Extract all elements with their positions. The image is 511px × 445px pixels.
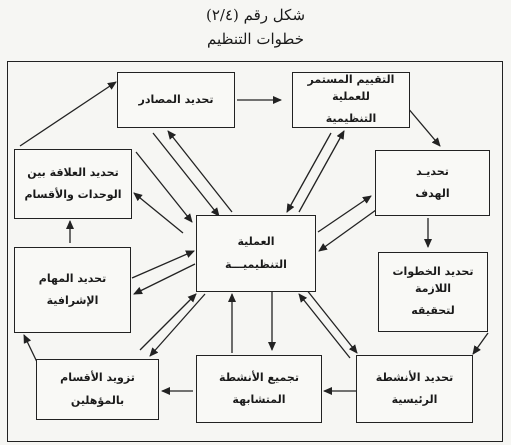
arrow-supervisory-to-process [131,250,195,279]
node-goal-label-1: تحديـد [416,164,449,178]
arrow-staffing-to-supervisory [23,334,38,363]
node-resources: تحديد المصادر [117,72,235,128]
node-goal-label-2: الهدف [415,187,450,200]
arrow-relations-to-resources [19,81,117,147]
arrow-goal-to-process [318,209,377,252]
node-process: العملية التنظيميـــة [196,215,316,292]
node-resources-label: تحديد المصادر [138,92,214,106]
node-relations: تحديد العلاقة بين الوحدات والأقسام [14,149,132,219]
arrow-process-to-goal [317,195,372,233]
node-grouping: تجميع الأنشطة المتشابهة [196,355,322,423]
node-relations-label-2: الوحدات والأقسام [24,188,122,201]
figure-label: شكل رقم (٢/٤) [205,6,306,24]
node-supervisory-label-1: تحديد المهام [38,271,107,285]
node-grouping-label-2: المتشابهة [232,393,286,406]
node-supervisory-label-2: الإشرافية [46,294,99,307]
node-activities: تحديد الأنشطة الرئيسية [356,355,473,423]
node-evaluation-label-2: التنظيمية [325,112,377,126]
node-staffing: تزويد الأقسام بالمؤهلين [36,359,159,420]
node-staffing-label-1: تزويد الأقسام [60,371,135,384]
node-steps-label-1: تحديد الخطوات اللازمة [392,265,474,295]
arrow-resources-to-process [152,132,220,217]
arrow-process-to-relations [133,192,184,234]
arrow-process-to-supervisory [133,263,196,295]
arrow-activities-to-process [298,293,351,359]
arrow-process-to-resources [167,130,233,213]
node-grouping-label-1: تجميع الأنشطة [219,370,299,384]
arrow-steps-to-activities [472,332,489,355]
node-goal: تحديـد الهدف [375,150,490,216]
node-steps-label-2: لتحقيقه [411,304,455,318]
node-activities-label-2: الرئيسية [391,393,438,406]
arrow-process-to-activities [305,288,358,354]
arrow-evaluation-to-process [286,132,332,213]
node-activities-label-1: تحديد الأنشطة [375,370,454,384]
arrow-process-to-staffing [149,293,206,357]
node-relations-label-1: تحديد العلاقة بين [27,165,119,179]
arrow-process-to-evaluation [298,130,345,213]
node-process-label-2: التنظيميـــة [225,257,287,271]
node-supervisory: تحديد المهام الإشرافية [14,247,131,333]
node-process-label-1: العملية [237,235,275,248]
arrow-relations-to-process [135,151,193,223]
node-staffing-label-2: بالمؤهلين [70,393,125,407]
figure-title: خطوات التنظيم [207,30,304,48]
node-evaluation: التقييم المستمر للعملية التنظيمية [292,72,410,128]
arrow-evaluation-to-goal [406,106,441,147]
node-steps: تحديد الخطوات اللازمة لتحقيقه [378,252,488,332]
node-evaluation-label-1: التقييم المستمر للعملية [307,73,395,103]
diagram-frame [7,61,503,442]
arrow-staffing-to-process [139,293,197,351]
